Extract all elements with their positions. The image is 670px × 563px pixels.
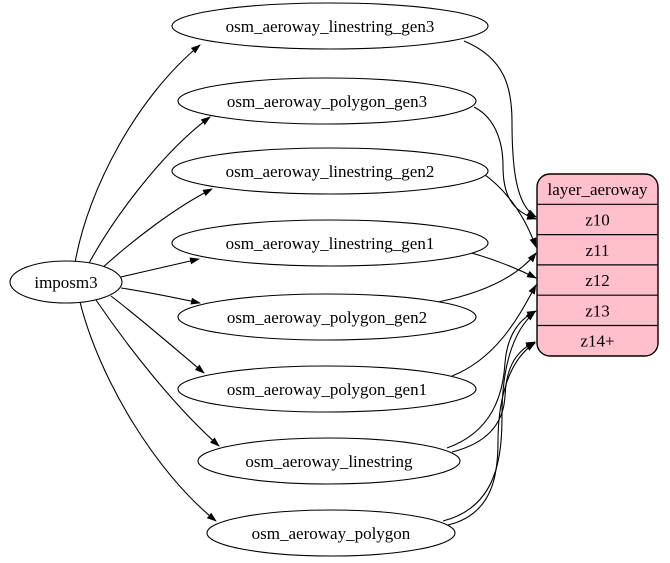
record-row-z13: z13	[585, 301, 610, 320]
table-ellipse	[171, 147, 489, 195]
table-label: osm_aeroway_polygon_gen1	[227, 380, 427, 399]
record-row-z10: z10	[585, 211, 610, 230]
record-row-z12: z12	[585, 271, 610, 290]
table-ellipse	[197, 437, 461, 485]
edge-imposm3-to-polygon	[79, 301, 217, 522]
edge-imposm3-to-polygon-gen1	[110, 295, 205, 374]
layer-title: layer_aeroway	[547, 180, 648, 199]
edge-imposm3-to-linestring-gen2	[100, 188, 213, 270]
node-osm-aeroway-linestring-gen3: osm_aeroway_linestring_gen3	[171, 2, 489, 50]
node-osm-aeroway-polygon-gen3: osm_aeroway_polygon_gen3	[177, 77, 477, 125]
edge-polygon-to-z14	[447, 342, 536, 526]
node-osm-aeroway-linestring: osm_aeroway_linestring	[197, 437, 461, 485]
node-osm-aeroway-polygon: osm_aeroway_polygon	[206, 509, 456, 557]
table-label: osm_aeroway_linestring	[245, 452, 413, 471]
edge-polygon-gen1-to-z12	[451, 284, 537, 377]
imposm3-ellipse	[9, 260, 123, 304]
record-row-z11: z11	[586, 241, 610, 260]
table-ellipse	[177, 293, 477, 341]
edge-linestring-gen3-to-z10	[463, 40, 537, 218]
table-label: osm_aeroway_linestring_gen1	[226, 234, 435, 253]
node-osm-aeroway-linestring-gen1: osm_aeroway_linestring_gen1	[171, 219, 489, 267]
table-label: osm_aeroway_polygon	[252, 524, 411, 543]
edges-from-source	[74, 44, 220, 522]
imposm3-label: imposm3	[34, 273, 97, 292]
node-osm-aeroway-linestring-gen2: osm_aeroway_linestring_gen2	[171, 147, 489, 195]
edge-linestring-to-z13	[446, 310, 537, 449]
node-osm-aeroway-polygon-gen1: osm_aeroway_polygon_gen1	[177, 365, 477, 413]
node-layer-aeroway: layer_aeroway z10 z11 z12 z13 z14+	[536, 173, 659, 357]
edge-linestring-to-z14	[451, 341, 536, 453]
edge-imposm3-to-polygon-gen2	[120, 287, 201, 305]
table-ellipse	[171, 2, 489, 50]
edge-imposm3-to-linestring-gen3	[74, 44, 201, 264]
edge-linestring-gen1-to-z12	[467, 251, 537, 279]
edge-imposm3-to-linestring	[95, 299, 220, 447]
table-ellipse	[177, 365, 477, 413]
table-label: osm_aeroway_linestring_gen2	[226, 162, 435, 181]
edge-imposm3-to-polygon-gen3	[87, 116, 211, 266]
edge-imposm3-to-linestring-gen1	[120, 257, 200, 278]
edge-polygon-to-z13	[442, 311, 536, 522]
table-ellipse	[177, 77, 477, 125]
table-label: osm_aeroway_linestring_gen3	[226, 17, 435, 36]
table-ellipse	[171, 219, 489, 267]
table-ellipse	[206, 509, 456, 557]
record-row-z14plus: z14+	[580, 332, 614, 351]
table-label: osm_aeroway_polygon_gen2	[227, 308, 427, 327]
node-osm-aeroway-polygon-gen2: osm_aeroway_polygon_gen2	[177, 293, 477, 341]
node-imposm3: imposm3	[9, 260, 123, 304]
table-label: osm_aeroway_polygon_gen3	[227, 92, 427, 111]
edge-polygon-gen3-to-z10	[473, 106, 537, 220]
edge-polygon-gen2-to-z11	[437, 252, 537, 303]
